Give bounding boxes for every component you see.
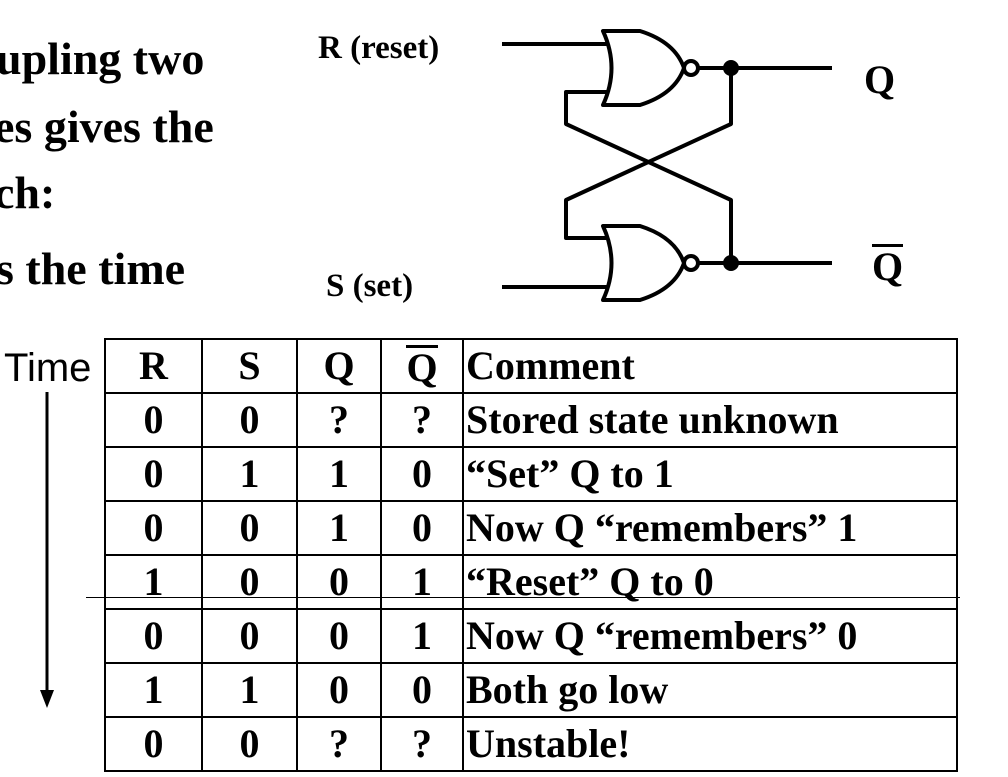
slide-text-line-2: es gives the: [0, 101, 214, 152]
slide-text-line-4: s the time: [0, 243, 186, 294]
cell-qbar: 1: [380, 608, 464, 664]
cell-q: 0: [296, 554, 382, 610]
cell-comment: “Set” Q to 1: [462, 446, 958, 502]
header-comment: Comment: [462, 338, 958, 394]
table-row: 1 1 0 0 Both go low: [104, 662, 958, 718]
table-header-row: R S Q Q Comment: [104, 338, 958, 394]
cell-qbar: 0: [380, 500, 464, 556]
cell-qbar: ?: [380, 716, 464, 772]
header-r: R: [104, 338, 203, 394]
cell-comment: “Reset” Q to 0: [462, 554, 958, 610]
cell-qbar: 0: [380, 662, 464, 718]
cell-r: 1: [104, 554, 203, 610]
table-row: 0 0 0 1 Now Q “remembers” 0: [104, 608, 958, 664]
cell-r: 0: [104, 500, 203, 556]
bottom-nor-bubble: [682, 254, 700, 272]
cell-s: 0: [201, 392, 298, 448]
feedback-wire-q-to-bottom: [564, 68, 733, 240]
qbar-overbar-text: Q: [872, 244, 904, 289]
header-qbar-text: Q: [406, 344, 438, 390]
cell-comment: Both go low: [462, 662, 958, 718]
cell-q: 0: [296, 608, 382, 664]
slide-text-line-1: upling two: [0, 33, 205, 84]
top-nor-gate: [601, 29, 686, 107]
cell-r: 1: [104, 662, 203, 718]
r-input-label: R (reset): [318, 30, 440, 66]
cell-r: 0: [104, 608, 203, 664]
qbar-junction-dot: [723, 255, 739, 271]
q-output-label: Q: [864, 57, 896, 102]
cell-s: 0: [201, 716, 298, 772]
s-input-label: S (set): [326, 268, 414, 304]
cell-q: ?: [296, 392, 382, 448]
table-row: 0 0 1 0 Now Q “remembers” 1: [104, 500, 958, 556]
sr-latch-circuit: [502, 29, 832, 302]
cell-s: 0: [201, 554, 298, 610]
cell-r: 0: [104, 446, 203, 502]
qbar-output-label: Q: [872, 244, 904, 289]
top-nor-bubble: [682, 59, 700, 77]
row-divider-line: [86, 597, 960, 598]
cell-s: 0: [201, 608, 298, 664]
header-qbar: Q: [380, 338, 464, 394]
cell-qbar: 1: [380, 554, 464, 610]
cell-q: ?: [296, 716, 382, 772]
cell-s: 1: [201, 662, 298, 718]
cell-qbar: ?: [380, 392, 464, 448]
cell-qbar: 0: [380, 446, 464, 502]
table-row: 0 0 ? ? Unstable!: [104, 716, 958, 772]
feedback-wire-qbar-to-top: [564, 90, 733, 263]
table-row: 1 0 0 1 “Reset” Q to 0: [104, 554, 958, 610]
cell-r: 0: [104, 392, 203, 448]
arrow-down-icon: [40, 690, 54, 708]
cell-q: 0: [296, 662, 382, 718]
truth-table: R S Q Q Comment 0 0 ? ? Stored state unk…: [104, 338, 958, 772]
cell-comment: Unstable!: [462, 716, 958, 772]
cell-s: 0: [201, 500, 298, 556]
cell-s: 1: [201, 446, 298, 502]
cell-comment: Now Q “remembers” 1: [462, 500, 958, 556]
table-row: 0 0 ? ? Stored state unknown: [104, 392, 958, 448]
header-s: S: [201, 338, 298, 394]
cell-comment: Stored state unknown: [462, 392, 958, 448]
cell-q: 1: [296, 500, 382, 556]
bottom-nor-gate: [601, 224, 686, 302]
cell-q: 1: [296, 446, 382, 502]
cell-r: 0: [104, 716, 203, 772]
cell-comment: Now Q “remembers” 0: [462, 608, 958, 664]
slide-text-line-3: ch:: [0, 167, 56, 218]
table-row: 0 1 1 0 “Set” Q to 1: [104, 446, 958, 502]
time-label: Time: [4, 346, 92, 390]
q-junction-dot: [723, 60, 739, 76]
header-q: Q: [296, 338, 382, 394]
